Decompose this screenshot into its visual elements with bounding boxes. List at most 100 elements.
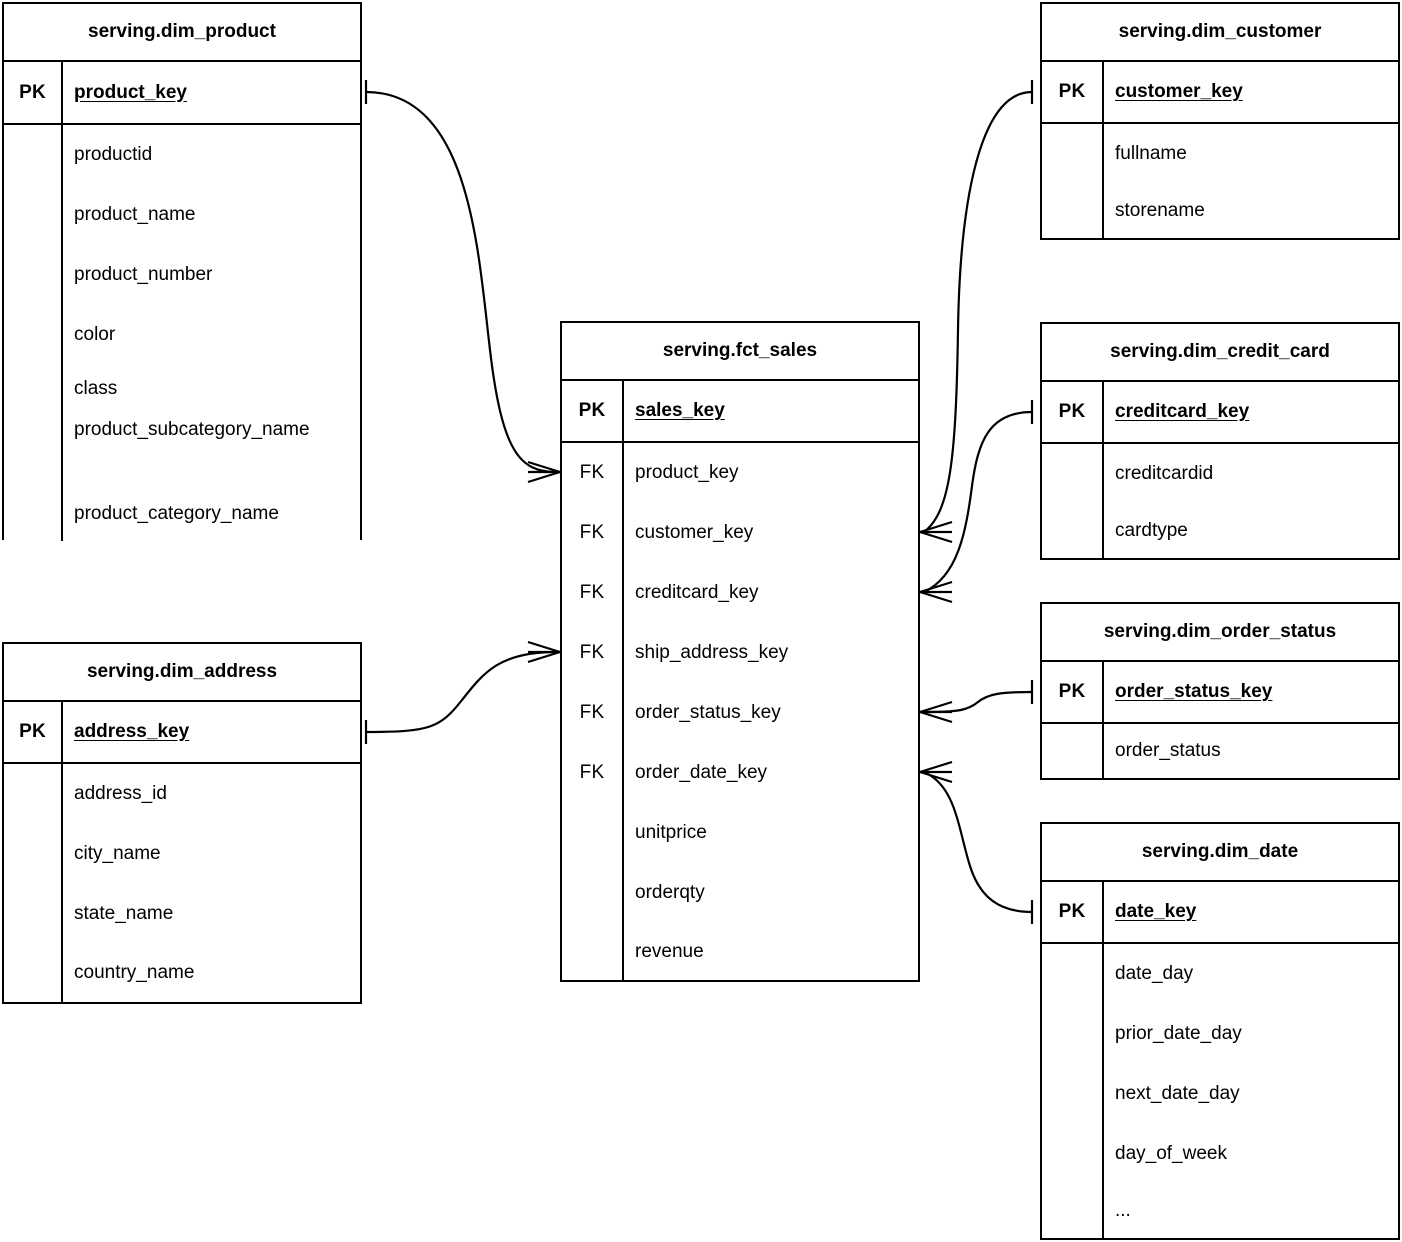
row-foreign-key[interactable]: FK ship_address_key (562, 623, 918, 683)
row-foreign-key[interactable]: FK customer_key (562, 503, 918, 563)
key-label-fk: FK (562, 503, 624, 563)
column-name-country-name: country_name (74, 962, 195, 984)
key-label-pk: PK (1042, 62, 1104, 122)
entity-dim-product[interactable]: serving.dim_product PK product_key produ… (2, 2, 362, 541)
column-name-order-status-key: order_status_key (1115, 681, 1273, 703)
key-label-pk: PK (562, 381, 624, 441)
column-name-creditcardid: creditcardid (1115, 463, 1214, 485)
key-label-empty (1042, 1004, 1104, 1064)
entity-fct-sales[interactable]: serving.fct_sales PK sales_key FK produc… (560, 321, 920, 982)
row-pk-address-key[interactable]: PK address_key (4, 702, 360, 764)
row-pk-order-status-key[interactable]: PK order_status_key (1042, 662, 1398, 724)
crowsfoot-customer (919, 520, 953, 544)
relationship-creditcard (919, 400, 1034, 604)
relationship-product (364, 80, 561, 484)
column-name-product-number: product_number (74, 264, 213, 286)
key-label-empty (1042, 724, 1104, 778)
column-name-product-key: product_key (635, 462, 739, 484)
row-pk-product-key[interactable]: PK product_key (4, 62, 360, 125)
column-name-city-name: city_name (74, 843, 161, 865)
column-name-order-status-key: order_status_key (635, 702, 781, 724)
entity-dim-order-status[interactable]: serving.dim_order_status PK order_status… (1040, 602, 1400, 780)
key-label-fk: FK (562, 443, 624, 503)
entity-title-dim-product: serving.dim_product (4, 4, 360, 62)
row-measure[interactable]: unitprice (562, 803, 918, 863)
key-label-empty (4, 365, 63, 413)
column-name-product-name: product_name (74, 204, 196, 226)
key-label-empty (1042, 444, 1104, 504)
row-attribute[interactable]: color (4, 305, 360, 365)
column-name-storename: storename (1115, 200, 1205, 222)
row-attribute[interactable]: address_id (4, 764, 360, 824)
column-name-ellipsis: ... (1115, 1200, 1131, 1222)
key-label-pk: PK (1042, 662, 1104, 722)
attribute-list-dim-address: address_id city_name state_name country_… (4, 764, 360, 1002)
entity-dim-credit-card[interactable]: serving.dim_credit_card PK creditcard_ke… (1040, 322, 1400, 560)
column-name-revenue: revenue (635, 940, 704, 962)
row-attribute[interactable]: fullname (1042, 124, 1398, 184)
row-attribute[interactable]: product_number (4, 245, 360, 305)
row-pk-date-key[interactable]: PK date_key (1042, 882, 1398, 944)
row-measure[interactable]: orderqty (562, 863, 918, 923)
column-name-orderqty: orderqty (635, 882, 705, 904)
entity-dim-date[interactable]: serving.dim_date PK date_key date_day pr… (1040, 822, 1400, 1240)
crowsfoot-creditcard (919, 580, 953, 604)
key-label-empty (4, 305, 63, 365)
entity-dim-customer[interactable]: serving.dim_customer PK customer_key ful… (1040, 2, 1400, 240)
column-name-day-of-week: day_of_week (1115, 1143, 1227, 1165)
row-attribute[interactable]: cardtype (1042, 504, 1398, 558)
column-name-address-key: address_key (74, 721, 190, 743)
key-label-empty (4, 125, 63, 185)
key-label-pk: PK (4, 702, 63, 762)
column-name-color: color (74, 324, 116, 346)
row-attribute[interactable]: day_of_week (1042, 1124, 1398, 1184)
key-label-empty (1042, 1124, 1104, 1184)
row-attribute[interactable]: class (4, 365, 360, 413)
row-pk-sales-key[interactable]: PK sales_key (562, 381, 918, 443)
row-attribute[interactable]: product_subcategory_name (4, 413, 360, 487)
row-attribute[interactable]: productid (4, 125, 360, 185)
row-attribute[interactable]: order_status (1042, 724, 1398, 778)
column-name-cardtype: cardtype (1115, 520, 1188, 542)
row-attribute[interactable]: storename (1042, 184, 1398, 238)
row-foreign-key[interactable]: FK creditcard_key (562, 563, 918, 623)
key-label-fk: FK (562, 623, 624, 683)
row-attribute[interactable]: ... (1042, 1184, 1398, 1238)
key-label-fk: FK (562, 743, 624, 803)
row-attribute[interactable]: creditcardid (1042, 444, 1398, 504)
row-attribute[interactable]: next_date_day (1042, 1064, 1398, 1124)
row-pk-customer-key[interactable]: PK customer_key (1042, 62, 1398, 124)
row-foreign-key[interactable]: FK product_key (562, 443, 918, 503)
attribute-list-dim-product: productid product_name product_number co… (4, 125, 360, 541)
row-attribute[interactable]: prior_date_day (1042, 1004, 1398, 1064)
key-label-empty (1042, 184, 1104, 238)
entity-dim-address[interactable]: serving.dim_address PK address_key addre… (2, 642, 362, 1004)
row-attribute[interactable]: product_name (4, 185, 360, 245)
row-attribute[interactable]: country_name (4, 944, 360, 1002)
row-attribute[interactable]: state_name (4, 884, 360, 944)
column-name-address-id: address_id (74, 783, 167, 805)
column-name-date-day: date_day (1115, 963, 1194, 985)
attribute-list-dim-order-status: order_status (1042, 724, 1398, 778)
row-foreign-key[interactable]: FK order_date_key (562, 743, 918, 803)
column-name-fullname: fullname (1115, 143, 1187, 165)
key-label-pk: PK (1042, 382, 1104, 442)
attribute-list-dim-customer: fullname storename (1042, 124, 1398, 238)
crowsfoot-product (527, 460, 561, 484)
crowsfoot-date (919, 760, 953, 784)
row-attribute[interactable]: product_category_name (4, 487, 360, 541)
column-text: product_subcategory_name (74, 419, 310, 440)
row-measure[interactable]: revenue (562, 923, 918, 980)
column-name-product-key: product_key (74, 81, 187, 103)
row-attribute[interactable]: city_name (4, 824, 360, 884)
row-attribute[interactable]: date_day (1042, 944, 1398, 1004)
column-name-prior-date-day: prior_date_day (1115, 1023, 1242, 1045)
row-pk-creditcard-key[interactable]: PK creditcard_key (1042, 382, 1398, 444)
key-label-empty (4, 487, 63, 541)
column-name-order-status: order_status (1115, 740, 1221, 762)
column-name-productid: productid (74, 144, 153, 166)
entity-title-dim-customer: serving.dim_customer (1042, 4, 1398, 62)
row-foreign-key[interactable]: FK order_status_key (562, 683, 918, 743)
entity-title-dim-date: serving.dim_date (1042, 824, 1398, 882)
